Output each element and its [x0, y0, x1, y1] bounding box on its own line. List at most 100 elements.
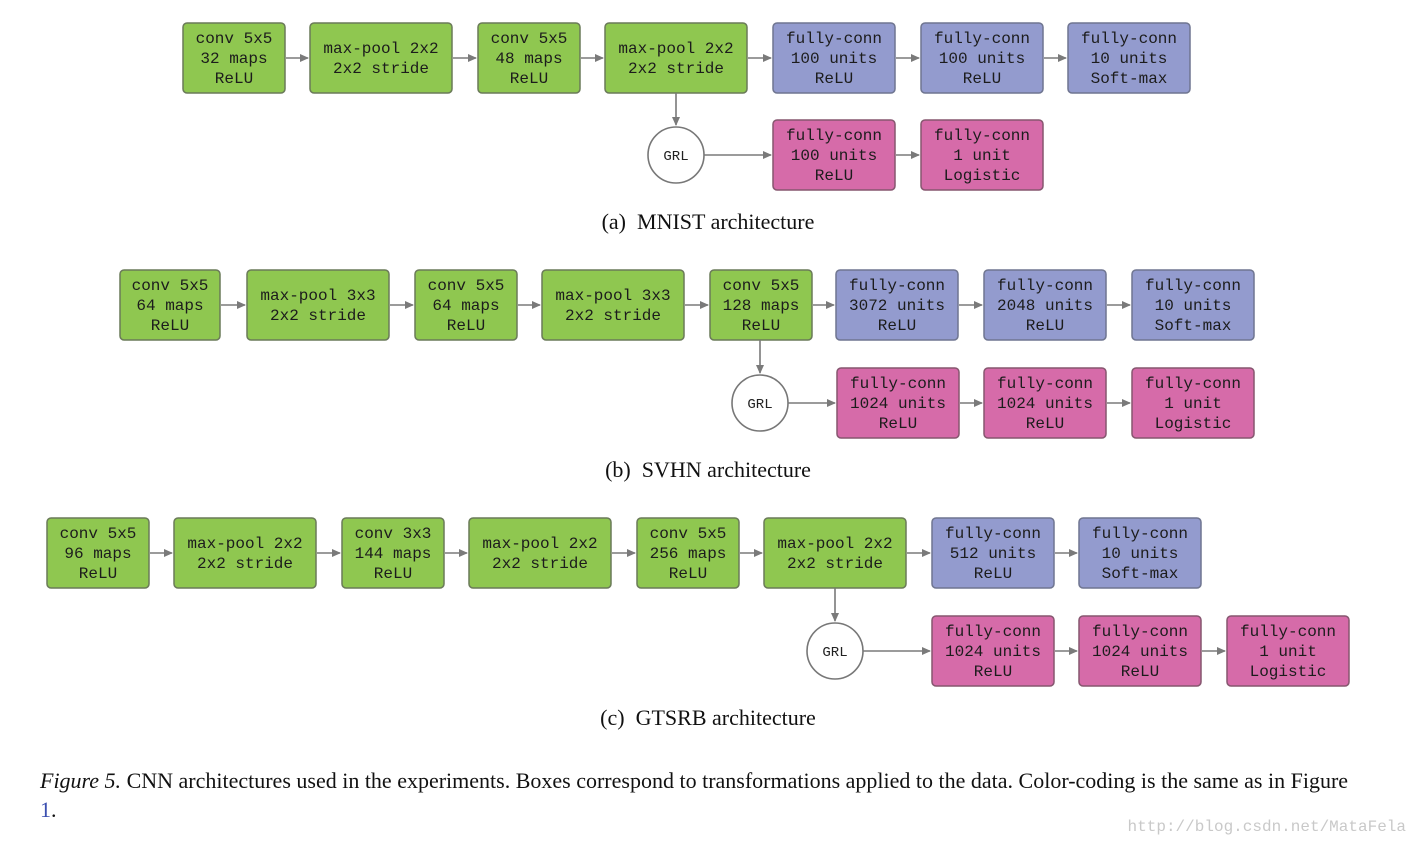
mnist-branch-box-2-line-1: fully-conn [934, 127, 1030, 145]
gtsrb-main-box-8-line-2: 10 units [1102, 545, 1179, 563]
gtsrb-main-box-8-rect [1078, 517, 1202, 589]
gtsrb-branch-box-1-line-3: ReLU [974, 663, 1012, 681]
svhn-branch-box-2-line-2: 1024 units [997, 395, 1093, 413]
gtsrb-main-box-5-rect [636, 517, 740, 589]
svhn-main-box-2-rect [246, 269, 390, 341]
svhn-main-box-7-rect [983, 269, 1107, 341]
caption-gtsrb-text: GTSRB architecture [635, 705, 816, 730]
figure-reference-link[interactable]: 1 [40, 797, 51, 822]
mnist-branch-box-2-line-2: 1 unit [953, 147, 1011, 165]
mnist-main-box-3-line-2: 48 maps [495, 50, 562, 68]
gtsrb-main-box-1-line-1: conv 5x5 [60, 525, 137, 543]
gtsrb-main-box-5-line-1: conv 5x5 [650, 525, 727, 543]
svhn-main-box-3-line-3: ReLU [447, 317, 485, 335]
mnist-main-box-6-line-1: fully-conn [934, 30, 1030, 48]
svhn-main-box-5-line-3: ReLU [742, 317, 780, 335]
mnist-main-box-5-line-3: ReLU [815, 70, 853, 88]
mnist-main-box-2-rect [309, 22, 453, 94]
gtsrb-main-box-5-line-3: ReLU [669, 565, 707, 583]
svhn-main-box-7-line-3: ReLU [1026, 317, 1064, 335]
mnist-main-box-2-line-2: 2x2 stride [333, 60, 429, 78]
mnist-branch-box-1-line-2: 100 units [791, 147, 877, 165]
mnist-main-box-5-line-2: 100 units [791, 50, 877, 68]
gtsrb-main-box-4-line-2: 2x2 stride [492, 555, 588, 573]
svhn-branch-box-2-line-1: fully-conn [997, 375, 1093, 393]
mnist-main-box-7-line-2: 10 units [1091, 50, 1168, 68]
gtsrb-main-box-3-line-3: ReLU [374, 565, 412, 583]
svhn-branch-box-3-line-2: 1 unit [1164, 395, 1222, 413]
svhn-branch-box-1-line-2: 1024 units [850, 395, 946, 413]
gtsrb-main-box-3-line-1: conv 3x3 [355, 525, 432, 543]
figure-caption-end: . [51, 797, 57, 822]
gtsrb-main-box-4-rect [468, 517, 612, 589]
mnist-main-box-1-line-2: 32 maps [200, 50, 267, 68]
mnist-branch-box-2-line-3: Logistic [944, 167, 1021, 185]
gtsrb-main-box-8-line-1: fully-conn [1092, 525, 1188, 543]
svhn-main-box-6-line-2: 3072 units [849, 297, 945, 315]
gtsrb-branch-box-3-line-1: fully-conn [1240, 623, 1336, 641]
mnist-branch-box-1-line-3: ReLU [815, 167, 853, 185]
mnist-main-box-7-line-3: Soft-max [1091, 70, 1168, 88]
svhn-main-box-3-rect [414, 269, 518, 341]
mnist-grl-label: GRL [663, 149, 688, 165]
gtsrb-main-box-5-line-2: 256 maps [650, 545, 727, 563]
svhn-main-box-6-line-3: ReLU [878, 317, 916, 335]
gtsrb-main-box-6-line-1: max-pool 2x2 [777, 535, 892, 553]
gtsrb-main-box-1-line-3: ReLU [79, 565, 117, 583]
gtsrb-main-box-3-rect [341, 517, 445, 589]
svhn-branch-box-2-line-3: ReLU [1026, 415, 1064, 433]
mnist-main-box-1-line-1: conv 5x5 [196, 30, 273, 48]
mnist-main-box-5-rect [772, 22, 896, 94]
gtsrb-main-box-7-line-1: fully-conn [945, 525, 1041, 543]
svhn-main-box-4-line-1: max-pool 3x3 [555, 287, 670, 305]
mnist-main-box-7-line-1: fully-conn [1081, 30, 1177, 48]
svhn-main-box-8-line-3: Soft-max [1155, 317, 1232, 335]
caption-mnist-tag: (a) [601, 209, 627, 234]
mnist-main-box-1-line-3: ReLU [215, 70, 253, 88]
mnist-main-box-6-line-3: ReLU [963, 70, 1001, 88]
svhn-main-box-1-rect [119, 269, 221, 341]
gtsrb-grl-label: GRL [822, 645, 847, 661]
gtsrb-main-box-2-line-2: 2x2 stride [197, 555, 293, 573]
svhn-main-box-6-line-1: fully-conn [849, 277, 945, 295]
mnist-main-box-7-rect [1067, 22, 1191, 94]
mnist-main-box-3-line-3: ReLU [510, 70, 548, 88]
caption-gtsrb-tag: (c) [600, 705, 625, 730]
svhn-main-box-2-line-2: 2x2 stride [270, 307, 366, 325]
svhn-main-box-1-line-1: conv 5x5 [132, 277, 209, 295]
caption-svhn-text: SVHN architecture [641, 457, 811, 482]
gtsrb-branch-box-3-rect [1226, 615, 1350, 687]
gtsrb-main-box-1-rect [46, 517, 150, 589]
svhn-branch-box-1-line-3: ReLU [879, 415, 917, 433]
watermark: http://blog.csdn.net/MataFela [1127, 818, 1406, 836]
svhn-main-box-6-rect [835, 269, 959, 341]
svhn-main-box-3-line-1: conv 5x5 [428, 277, 505, 295]
gtsrb-main-box-1-line-2: 96 maps [64, 545, 131, 563]
svhn-main-box-1-line-3: ReLU [151, 317, 189, 335]
svhn-main-box-8-line-1: fully-conn [1145, 277, 1241, 295]
mnist-branch-box-2-rect [920, 119, 1044, 191]
gtsrb-main-box-6-rect [763, 517, 907, 589]
mnist-main-box-4-rect [604, 22, 748, 94]
gtsrb-branch-box-2-line-3: ReLU [1121, 663, 1159, 681]
